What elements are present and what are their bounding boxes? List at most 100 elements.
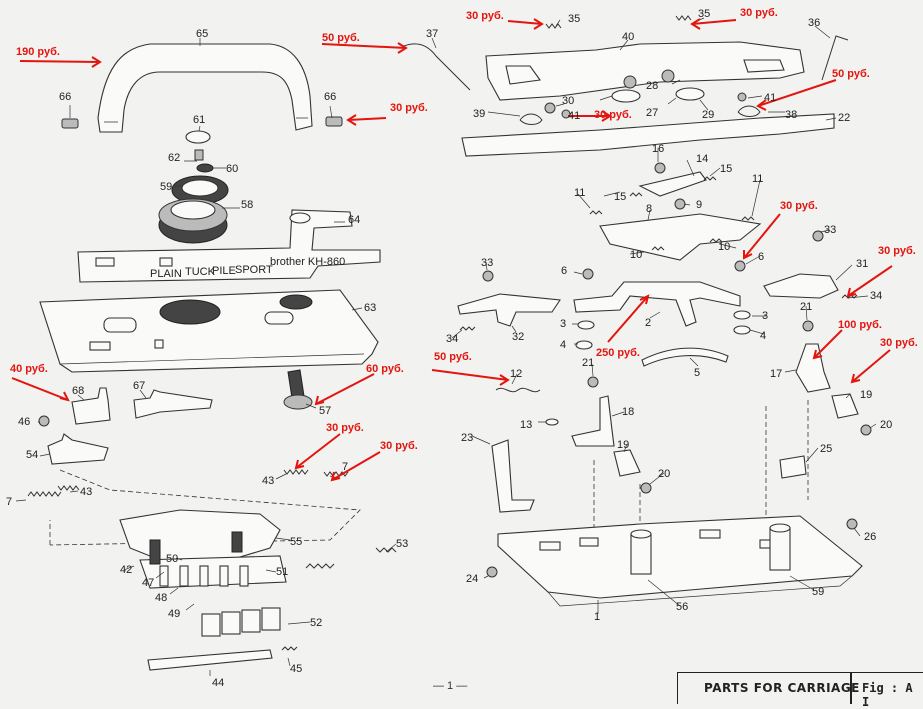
- label-53: 53: [396, 538, 408, 550]
- cam-assembly: [119, 509, 287, 589]
- price-labels: 190 руб. 50 руб. 30 руб. 30 руб. 50 руб.…: [10, 7, 918, 452]
- label-64: 64: [348, 214, 360, 226]
- label-20-right: 20: [880, 419, 892, 431]
- spring-7-right: [323, 471, 349, 477]
- price-spring-12: 50 руб.: [434, 351, 472, 363]
- label-63: 63: [364, 302, 376, 314]
- label-18: 18: [622, 406, 634, 418]
- screw-20-center: [640, 482, 652, 494]
- label-11-right: 11: [752, 173, 763, 185]
- washer-3-left: [577, 320, 595, 330]
- cam-29: [675, 87, 705, 101]
- label-59-right: 59: [812, 586, 824, 598]
- figure-label: Fig : A I: [862, 681, 913, 709]
- bar-5: [641, 347, 729, 367]
- screw-21-center: [587, 376, 599, 388]
- plate-label-plain: PLAIN: [150, 268, 182, 280]
- screw-26: [846, 518, 858, 530]
- label-6-right: 6: [758, 251, 764, 263]
- washer-6-right: [734, 260, 746, 272]
- price-clip-19: 30 руб.: [880, 337, 918, 349]
- nut-28-right: [661, 69, 675, 83]
- screw-46: [38, 415, 50, 427]
- title-divider: [850, 672, 852, 704]
- plate-brand: brother KH-860: [270, 256, 345, 268]
- label-38: 38: [785, 109, 797, 121]
- label-61: 61: [193, 114, 205, 126]
- label-4-left: 4: [560, 339, 566, 351]
- wire-36: [821, 35, 849, 81]
- label-54: 54: [26, 449, 38, 461]
- nut-28-left: [623, 75, 637, 89]
- label-34-right: 34: [870, 290, 882, 302]
- label-29: 29: [702, 109, 714, 121]
- price-wire-37: 50 руб.: [322, 32, 360, 44]
- label-43-left: 43: [80, 486, 92, 498]
- label-59-left: 59: [160, 181, 172, 193]
- label-62: 62: [168, 152, 180, 164]
- label-2: 2: [645, 317, 651, 329]
- plate-40: [485, 41, 805, 101]
- washer-6-left: [582, 268, 594, 280]
- cap-61: [185, 130, 211, 144]
- label-43-right: 43: [262, 475, 274, 487]
- label-35-left: 35: [568, 13, 580, 25]
- lever-14: [638, 171, 707, 197]
- label-67: 67: [133, 380, 145, 392]
- label-27: 27: [646, 107, 658, 119]
- washer-3-right: [733, 310, 751, 320]
- bracket-17: [795, 343, 831, 393]
- label-33-left: 33: [481, 257, 493, 269]
- spring-11-left: [589, 210, 603, 215]
- label-11-left: 11: [574, 187, 585, 199]
- label-36: 36: [808, 17, 820, 29]
- block-68: [71, 387, 111, 425]
- label-39: 39: [473, 108, 485, 120]
- label-15-left: 15: [614, 191, 626, 203]
- price-handle-65: 190 руб.: [16, 46, 60, 58]
- bracket-18: [571, 395, 615, 447]
- washer-41-right: [737, 92, 747, 102]
- label-66-left: 66: [59, 91, 71, 103]
- screw-24: [486, 566, 498, 578]
- pin-66-left: [61, 118, 79, 129]
- label-15-right: 15: [720, 163, 732, 175]
- spring-10-left: [651, 246, 665, 251]
- label-55: 55: [290, 536, 302, 548]
- screw-33-left: [482, 270, 494, 282]
- handle-65: [97, 43, 313, 133]
- spring-12: [495, 387, 541, 393]
- price-knob-57: 60 руб.: [366, 363, 404, 375]
- spring-15-left: [629, 192, 643, 197]
- spring-15-right: [703, 176, 717, 181]
- price-washer-30: 30 руб.: [594, 109, 632, 121]
- label-17: 17: [770, 368, 782, 380]
- plate-label-sport: SPORT: [235, 264, 273, 276]
- label-46: 46: [18, 416, 30, 428]
- spring-10-right: [709, 238, 723, 243]
- label-48: 48: [155, 592, 167, 604]
- label-51: 51: [276, 566, 288, 578]
- label-35-right: 35: [698, 8, 710, 20]
- part-number-labels: 65 66 66 61 62 60 59 58 64 63 68 67 57 4…: [6, 8, 892, 689]
- spring-53: [305, 547, 397, 569]
- screw-21-right: [802, 320, 814, 332]
- label-57: 57: [319, 405, 331, 417]
- label-10-right: 10: [718, 241, 730, 253]
- label-3-right: 3: [762, 310, 768, 322]
- spring-34-left: [459, 326, 476, 331]
- label-42: 42: [120, 564, 132, 576]
- base-plate-1: [497, 515, 863, 607]
- roller-59-right: [769, 523, 791, 571]
- plate-label-tuck: TUCK: [185, 266, 216, 278]
- label-8: 8: [646, 203, 652, 215]
- label-21-right: 21: [800, 301, 812, 313]
- lever-67: [133, 389, 213, 419]
- label-44: 44: [212, 677, 224, 689]
- screw-33-right: [812, 230, 824, 242]
- label-58: 58: [241, 199, 253, 211]
- lever-32: [457, 293, 561, 327]
- screw-9: [674, 198, 686, 210]
- plate-64: PLAIN TUCK PILE SPORT brother KH-860: [77, 209, 381, 283]
- label-49: 49: [168, 608, 180, 620]
